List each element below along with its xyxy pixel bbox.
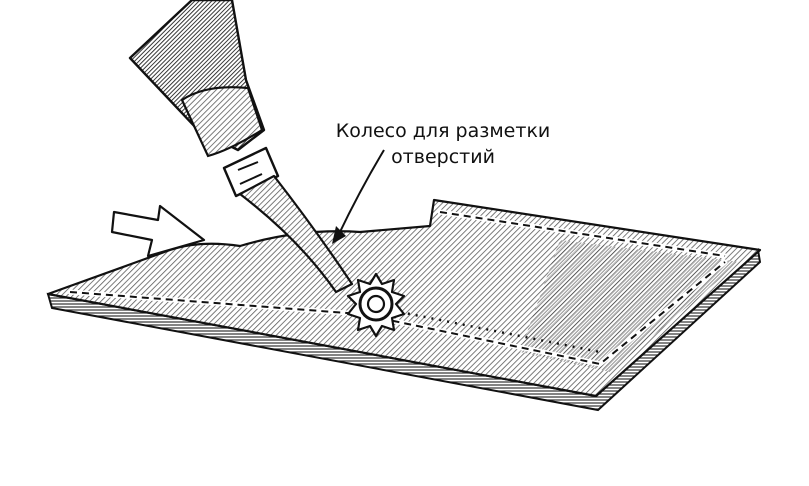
callout-leader: [332, 149, 385, 244]
tool-shaft: [238, 174, 354, 294]
annotation-line-1: Колесо для разметки: [335, 120, 551, 142]
arrow-right-icon: [110, 204, 206, 258]
stitch-dashes-front: [69, 261, 726, 366]
annotation-line-2: отверстий: [391, 146, 495, 168]
ferrule: [222, 146, 280, 198]
tool-handle: [128, 0, 354, 294]
handle-collar: [180, 86, 264, 158]
stitch-dashes-back: [439, 211, 726, 257]
leather-strip: [46, 198, 762, 412]
leather-shadow: [520, 240, 740, 372]
annotation-label: Колесо для разметки отверстий: [318, 118, 568, 170]
marking-wheel-icon: [346, 272, 406, 338]
marked-dots: [399, 310, 601, 354]
